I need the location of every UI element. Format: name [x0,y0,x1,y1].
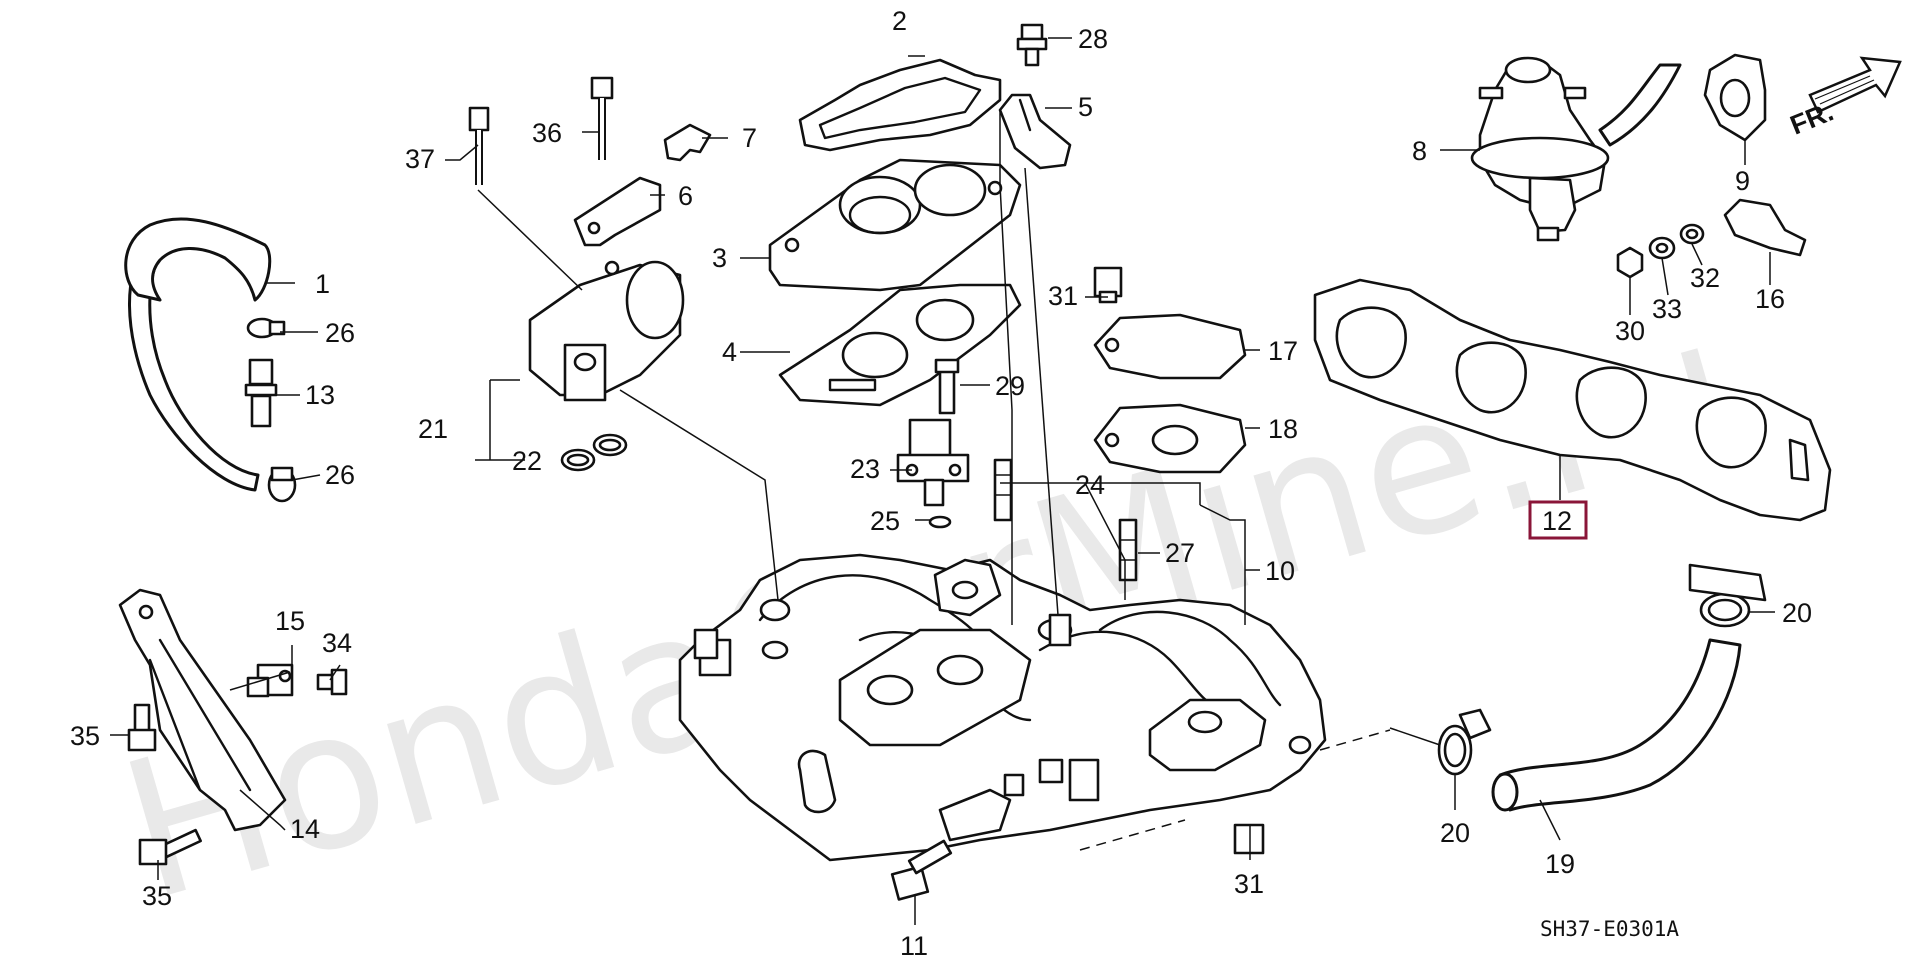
part-label-13[interactable]: 13 [305,380,335,410]
part-label-14[interactable]: 14 [290,814,320,844]
throttle-cable-bracket [998,93,1072,170]
gasket-2 [798,58,1002,152]
stud-24-icon [993,458,1013,522]
bracket-16 [1723,198,1807,257]
bolt-34-icon [316,668,348,696]
part-label-3[interactable]: 3 [712,243,727,273]
diagram-code: SH37-E0301A [1540,917,1679,941]
nut-31-lower-icon [1233,823,1265,855]
solenoid-bracket [573,176,662,247]
part-label-31-lower[interactable]: 31 [1234,869,1264,899]
intake-manifold [678,553,1327,862]
part-label-6[interactable]: 6 [678,181,693,211]
part-label-9[interactable]: 9 [1735,166,1750,196]
part-label-1[interactable]: 1 [315,269,330,299]
hose-clamp-lower-icon [267,466,297,503]
part-label-28[interactable]: 28 [1078,24,1108,54]
part-label-32[interactable]: 32 [1690,263,1720,293]
part-label-4[interactable]: 4 [722,337,737,367]
part-label-24[interactable]: 24 [1075,470,1105,500]
part-label-27[interactable]: 27 [1165,538,1195,568]
part-label-26-lower[interactable]: 26 [325,460,355,490]
hose-clamp-upper-icon [246,317,286,339]
part-label-21[interactable]: 21 [418,414,448,444]
nut-30-icon [1616,246,1644,279]
gasket-4 [778,283,1022,407]
fuel-pump [1470,56,1682,242]
bolt-35-lower-icon [138,828,202,866]
breather-hose [124,217,272,492]
front-direction-arrow-icon: FR. [1786,56,1902,141]
part-label-34[interactable]: 34 [322,628,352,658]
part-label-20-right[interactable]: 20 [1782,598,1812,628]
part-label-10[interactable]: 10 [1265,556,1295,586]
manifold-gasket-12 [1313,278,1832,522]
bolt-28-icon [1016,23,1048,67]
hose-clamp-20-lower-icon [1437,708,1492,776]
part-label-15[interactable]: 15 [275,606,305,636]
part-label-19[interactable]: 19 [1545,849,1575,879]
pcv-nipple-icon [244,358,278,428]
bolt-11-icon [890,839,953,901]
part-label-7[interactable]: 7 [742,123,757,153]
leader-lines [110,37,1775,925]
part-label-2[interactable]: 2 [892,6,907,36]
bolt-36-icon [590,76,614,160]
part-label-25[interactable]: 25 [870,506,900,536]
part-label-18[interactable]: 18 [1268,414,1298,444]
hose-clamp-20-upper-icon [1688,563,1767,628]
washer-25-icon [928,515,952,529]
part-label-26-upper[interactable]: 26 [325,318,355,348]
manifold-bracket [118,588,287,832]
solenoid-valve [528,260,685,402]
part-label-17[interactable]: 17 [1268,336,1298,366]
washer-32-icon [1679,223,1705,245]
part-label-11[interactable]: 11 [900,931,928,959]
bolt-37-icon [468,106,490,185]
part-label-22[interactable]: 22 [512,446,542,476]
part-label-30[interactable]: 30 [1615,316,1645,346]
thermo-valve-23 [896,418,970,507]
part-label-35-lower[interactable]: 35 [142,881,172,911]
part-label-29[interactable]: 29 [995,371,1025,401]
o-rings-icon [560,433,628,472]
part-label-5[interactable]: 5 [1078,92,1093,122]
water-hose-19 [1491,638,1742,812]
fuel-pump-gasket-9 [1703,53,1767,142]
sensor-29-icon [934,358,960,415]
part-label-12[interactable]: 12 [1542,506,1572,536]
part-label-8[interactable]: 8 [1412,136,1427,166]
part-label-23[interactable]: 23 [850,454,880,484]
washer-33-icon [1648,236,1676,260]
part-labels: 1 2 3 4 5 6 7 8 9 10 11 12 13 14 15 16 1… [70,6,1812,959]
carburetor-spacer [768,158,1022,292]
part-label-33[interactable]: 33 [1652,294,1682,324]
part-label-36[interactable]: 36 [532,118,562,148]
bolt-35-upper-icon [127,703,157,752]
part-label-35-upper[interactable]: 35 [70,721,100,751]
part-label-16[interactable]: 16 [1755,284,1785,314]
stud-27-icon [1118,518,1138,582]
gasket-18 [1093,403,1247,474]
cover-plate-17 [1093,313,1247,380]
part-label-20-left[interactable]: 20 [1440,818,1470,848]
part-label-12-highlight [1528,500,1588,540]
part-label-37[interactable]: 37 [405,144,435,174]
part-label-31-upper[interactable]: 31 [1048,281,1078,311]
clip-7-icon [663,123,712,162]
bracket-clip-icon [246,663,294,698]
